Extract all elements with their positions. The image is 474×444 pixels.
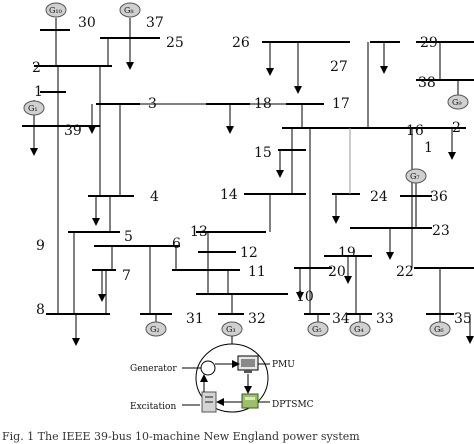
bus-label-18: 18: [254, 96, 272, 112]
bus-label-11: 11: [248, 264, 266, 280]
figure-caption: Fig. 1 The IEEE 39-bus 10-machine New En…: [2, 430, 360, 443]
branch-lines: [33, 18, 459, 322]
bus-label-19: 19: [338, 245, 356, 261]
bus-label-12: 12: [240, 245, 258, 261]
bus-label-1: 1: [34, 84, 43, 100]
generator-g2: G₂: [145, 321, 167, 337]
svg-text:G₂: G₂: [150, 325, 160, 334]
pmu-monitor-icon: [237, 355, 259, 373]
bus-label-39: 39: [64, 123, 82, 139]
bus-numbers: 30 37 25 2 26 27 29 38 1 39 3 18 17 16 2…: [32, 15, 472, 327]
svg-text:G₁: G₁: [28, 104, 38, 113]
load-arrows: [30, 38, 474, 346]
bus-label-35: 35: [454, 311, 472, 327]
bus-label-25: 25: [166, 35, 184, 51]
bus-label-15: 15: [254, 145, 272, 161]
bus-label-4: 4: [150, 189, 159, 205]
generator-g3: G₃: [221, 321, 243, 337]
bus-label-14: 14: [220, 187, 238, 203]
bus-label-38: 38: [418, 75, 436, 91]
excitation-cabinet-icon: [201, 391, 217, 413]
controller-box-icon: [241, 393, 259, 409]
svg-text:G₆: G₆: [434, 325, 444, 334]
bus-label-9: 9: [36, 238, 45, 254]
bus-label-8: 8: [36, 302, 45, 318]
inset-pmu-label: PMU: [272, 360, 295, 370]
generator-g9: G₉: [447, 94, 469, 110]
bus-label-27: 27: [330, 59, 348, 75]
bus-label-36: 36: [430, 189, 448, 205]
generators: G₁₀ G₈ G₁ G₉ G₇ G₂ G₃ G₅: [23, 2, 469, 337]
generator-g10: G₁₀: [45, 2, 67, 18]
bus-label-34: 34: [332, 311, 350, 327]
svg-text:G₇: G₇: [410, 172, 420, 181]
bus-label-2: 2: [32, 60, 41, 76]
bus-label-6: 6: [172, 236, 181, 252]
bus-label-26: 26: [232, 35, 250, 51]
bus-label-22: 22: [396, 264, 414, 280]
generator-g1: G₁: [23, 100, 45, 116]
svg-text:G₄: G₄: [354, 325, 364, 334]
bus-label-7: 7: [122, 268, 131, 284]
svg-text:G₉: G₉: [452, 98, 462, 107]
generator-g5: G₅: [307, 321, 329, 337]
bus-label-20: 20: [328, 264, 346, 280]
bus-label-37: 37: [146, 15, 164, 31]
bus-label-5: 5: [124, 229, 133, 245]
svg-text:G₈: G₈: [124, 6, 134, 15]
svg-text:G₁₀: G₁₀: [49, 6, 62, 15]
svg-text:G₃: G₃: [226, 325, 236, 334]
bus-label-2b: 2: [452, 120, 461, 136]
bus-label-24: 24: [370, 189, 388, 205]
inset-generator-label: Generator: [130, 364, 177, 374]
bus-label-13: 13: [190, 224, 208, 240]
bus-label-30: 30: [78, 15, 96, 31]
inset-excitation-label: Excitation: [130, 402, 176, 412]
generator-g6: G₆: [429, 321, 451, 337]
bus-label-1b: 1: [424, 140, 433, 156]
bus-label-31: 31: [186, 311, 204, 327]
bus-label-33: 33: [376, 311, 394, 327]
bus-label-10: 10: [296, 289, 314, 305]
bus-label-29: 29: [420, 35, 438, 51]
inset-controller-label: DPTSMC: [272, 400, 314, 410]
generator-g7: G₇: [405, 168, 427, 184]
control-inset: Generator PMU DPTSMC Excitation: [130, 336, 314, 413]
bus-label-17: 17: [332, 96, 350, 112]
bus-label-23: 23: [432, 223, 450, 239]
bus-label-3: 3: [148, 96, 157, 112]
generator-g4: G₄: [349, 321, 371, 337]
generator-g8: G₈: [119, 2, 141, 18]
svg-text:G₅: G₅: [312, 325, 322, 334]
bus-label-32: 32: [248, 311, 266, 327]
bus-label-16: 16: [406, 123, 424, 139]
generator-symbol-icon: [200, 360, 216, 376]
